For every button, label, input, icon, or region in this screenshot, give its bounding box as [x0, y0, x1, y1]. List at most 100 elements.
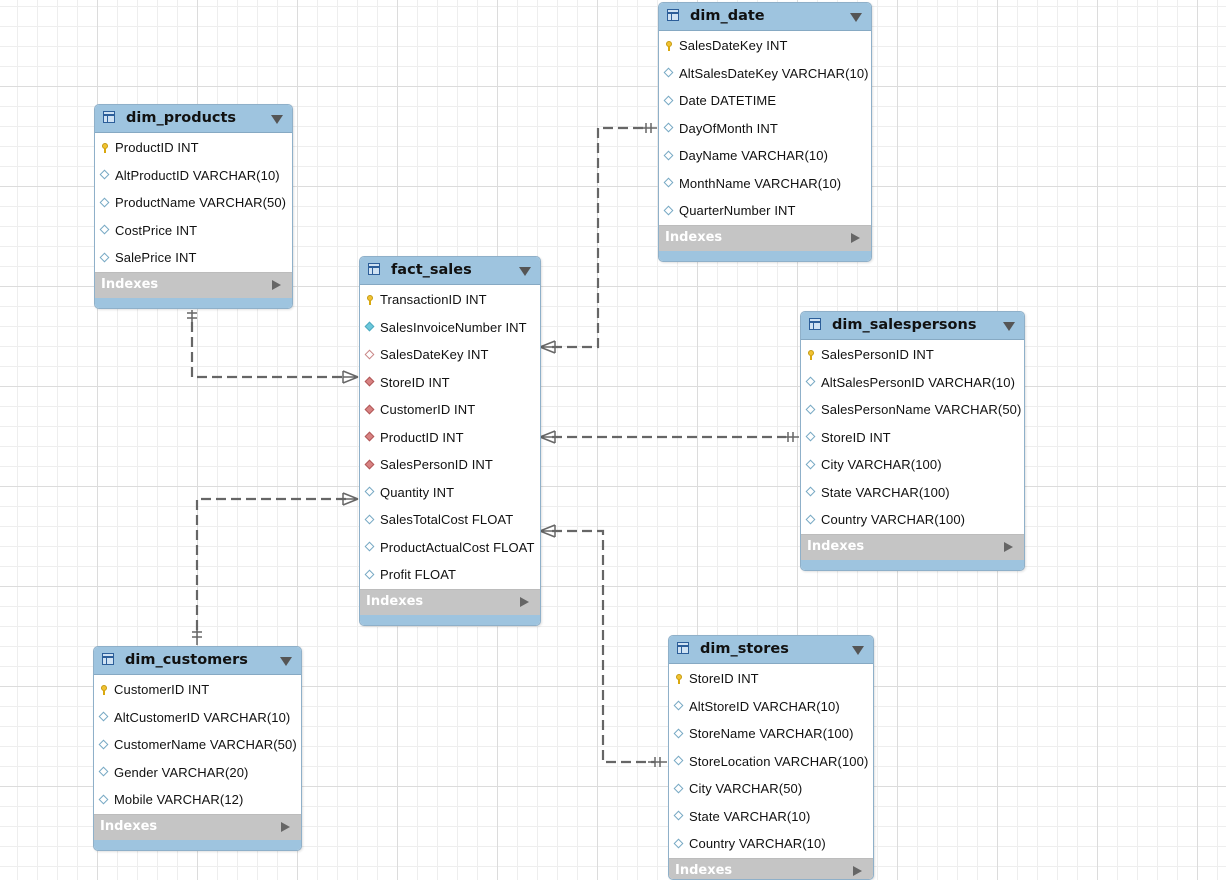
column-label: State VARCHAR(100)	[821, 484, 950, 500]
column-row[interactable]: CustomerID INT	[94, 676, 301, 704]
table-dim-customers[interactable]: dim_customers CustomerID INT AltCustomer…	[93, 646, 302, 851]
column-row[interactable]: SalesPersonID INT	[801, 341, 1024, 369]
collapse-arrow-icon[interactable]	[1003, 322, 1015, 331]
column-row[interactable]: Mobile VARCHAR(12)	[94, 786, 301, 814]
column-icon	[664, 178, 674, 188]
table-header[interactable]: fact_sales	[360, 257, 540, 285]
column-row[interactable]: DayOfMonth INT	[659, 115, 871, 143]
column-row[interactable]: SalesDateKey INT	[659, 32, 871, 60]
column-row[interactable]: StoreLocation VARCHAR(100)	[669, 748, 873, 776]
column-icon	[806, 487, 816, 497]
column-row[interactable]: ProductID INT	[95, 134, 292, 162]
one-marker-salespersons	[782, 432, 799, 442]
column-row[interactable]: StoreName VARCHAR(100)	[669, 720, 873, 748]
column-row[interactable]: AltStoreID VARCHAR(10)	[669, 693, 873, 721]
column-row[interactable]: State VARCHAR(100)	[801, 479, 1024, 507]
table-fact-sales[interactable]: fact_sales TransactionID INT SalesInvoic…	[359, 256, 541, 626]
table-dim-date[interactable]: dim_date SalesDateKey INT AltSalesDateKe…	[658, 2, 872, 262]
indexes-section[interactable]: Indexes	[659, 224, 871, 251]
column-row[interactable]: AltSalesPersonID VARCHAR(10)	[801, 369, 1024, 397]
collapse-arrow-icon[interactable]	[280, 657, 292, 666]
column-label: City VARCHAR(50)	[689, 781, 803, 797]
collapse-arrow-icon[interactable]	[519, 267, 531, 276]
table-title: dim_date	[690, 8, 765, 24]
column-row[interactable]: MonthName VARCHAR(10)	[659, 170, 871, 198]
column-row[interactable]: Gender VARCHAR(20)	[94, 759, 301, 787]
one-marker-stores	[648, 757, 667, 767]
column-label: SalesDateKey INT	[679, 38, 788, 54]
column-row[interactable]: TransactionID INT	[360, 286, 540, 314]
column-row[interactable]: City VARCHAR(50)	[669, 775, 873, 803]
column-row[interactable]: StoreID INT	[360, 369, 540, 397]
primary-key-icon	[100, 142, 110, 153]
indexes-section[interactable]: Indexes	[360, 588, 540, 615]
table-header[interactable]: dim_customers	[94, 647, 301, 675]
column-label: SalesTotalCost FLOAT	[380, 512, 514, 528]
column-row[interactable]: StoreID INT	[801, 424, 1024, 452]
column-row[interactable]: AltProductID VARCHAR(10)	[95, 162, 292, 190]
table-header[interactable]: dim_stores	[669, 636, 873, 664]
column-icon	[674, 756, 684, 766]
column-row[interactable]: AltCustomerID VARCHAR(10)	[94, 704, 301, 732]
table-header[interactable]: dim_salespersons	[801, 312, 1024, 340]
table-header[interactable]: dim_date	[659, 3, 871, 31]
foreign-key-icon	[365, 350, 375, 360]
column-row[interactable]: CustomerID INT	[360, 396, 540, 424]
table-dim-salespersons[interactable]: dim_salespersons SalesPersonID INT AltSa…	[800, 311, 1025, 571]
expand-arrow-icon[interactable]	[272, 279, 281, 290]
column-icon	[664, 151, 674, 161]
expand-arrow-icon[interactable]	[853, 865, 862, 876]
table-dim-products[interactable]: dim_products ProductID INT AltProductID …	[94, 104, 293, 309]
column-row[interactable]: City VARCHAR(100)	[801, 451, 1024, 479]
one-marker-customers	[192, 628, 202, 645]
column-row[interactable]: ProductActualCost FLOAT	[360, 534, 540, 562]
table-dim-stores[interactable]: dim_stores StoreID INT AltStoreID VARCHA…	[668, 635, 874, 880]
column-row[interactable]: Country VARCHAR(100)	[801, 506, 1024, 534]
column-row[interactable]: SalesDateKey INT	[360, 341, 540, 369]
column-row[interactable]: Date DATETIME	[659, 87, 871, 115]
column-row[interactable]: Country VARCHAR(10)	[669, 830, 873, 858]
collapse-arrow-icon[interactable]	[850, 13, 862, 22]
relationship-date-line	[552, 126, 645, 349]
table-footer	[360, 614, 540, 625]
column-icon	[365, 542, 375, 552]
expand-arrow-icon[interactable]	[520, 596, 529, 607]
column-row[interactable]: SalesTotalCost FLOAT	[360, 506, 540, 534]
column-row[interactable]: SalesPersonName VARCHAR(50)	[801, 396, 1024, 424]
indexes-section[interactable]: Indexes	[801, 533, 1024, 560]
column-row[interactable]: SalesPersonID INT	[360, 451, 540, 479]
column-row[interactable]: ProductName VARCHAR(50)	[95, 189, 292, 217]
indexes-section[interactable]: Indexes	[95, 271, 292, 298]
table-icon	[677, 642, 689, 654]
column-label: AltSalesPersonID VARCHAR(10)	[821, 374, 1016, 390]
column-label: StoreName VARCHAR(100)	[689, 726, 854, 742]
column-row[interactable]: StoreID INT	[669, 665, 873, 693]
indexes-section[interactable]: Indexes	[94, 813, 301, 840]
column-row[interactable]: State VARCHAR(10)	[669, 803, 873, 831]
expand-arrow-icon[interactable]	[851, 232, 860, 243]
indexes-label: Indexes	[101, 276, 159, 292]
expand-arrow-icon[interactable]	[1004, 541, 1013, 552]
indexes-section[interactable]: Indexes	[669, 857, 873, 879]
collapse-arrow-icon[interactable]	[852, 646, 864, 655]
column-row[interactable]: CustomerName VARCHAR(50)	[94, 731, 301, 759]
collapse-arrow-icon[interactable]	[271, 115, 283, 124]
table-icon	[102, 653, 114, 665]
column-row[interactable]: SalesInvoiceNumber INT	[360, 314, 540, 342]
expand-arrow-icon[interactable]	[281, 821, 290, 832]
column-row[interactable]: Profit FLOAT	[360, 561, 540, 589]
column-row[interactable]: SalePrice INT	[95, 244, 292, 272]
column-label: SalesPersonID INT	[380, 457, 493, 473]
column-icon	[806, 377, 816, 387]
column-row[interactable]: QuarterNumber INT	[659, 197, 871, 225]
table-header[interactable]: dim_products	[95, 105, 292, 133]
table-footer	[94, 839, 301, 850]
column-label: SalesInvoiceNumber INT	[380, 319, 527, 335]
column-row[interactable]: DayName VARCHAR(10)	[659, 142, 871, 170]
column-row[interactable]: Quantity INT	[360, 479, 540, 507]
column-row[interactable]: CostPrice INT	[95, 217, 292, 245]
column-row[interactable]: ProductID INT	[360, 424, 540, 452]
column-row[interactable]: AltSalesDateKey VARCHAR(10)	[659, 60, 871, 88]
column-icon	[365, 570, 375, 580]
